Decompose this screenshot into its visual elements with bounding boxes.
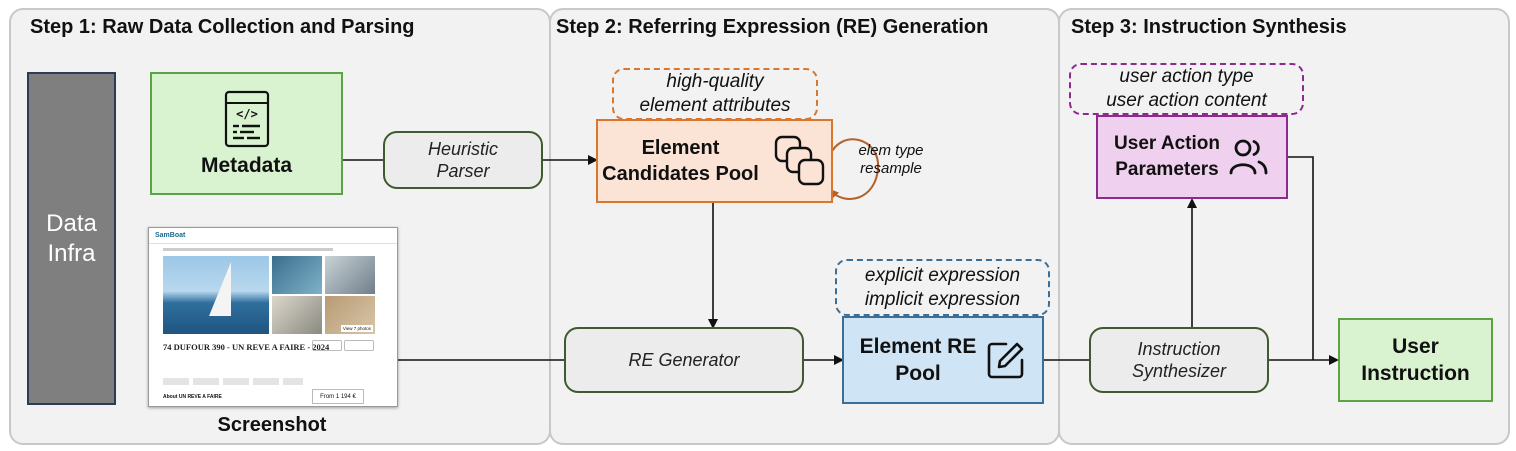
metadata-label: Metadata — [200, 154, 293, 177]
listing-about: About UN REVE A FAIRE — [163, 394, 222, 400]
expression-note-line1: explicit expression — [864, 264, 1021, 286]
thumb-photo-4 — [272, 296, 322, 334]
thumb-nav-line — [149, 243, 397, 244]
attributes-note-line1: high-quality — [666, 71, 764, 93]
step3-title: Step 3: Instruction Synthesis — [1071, 16, 1347, 38]
users-icon — [1229, 139, 1268, 175]
re-generator-label: RE Generator — [628, 349, 740, 370]
user-instruction-line2: Instruction — [1361, 362, 1470, 385]
action-params-box: User Action Parameters — [1096, 115, 1288, 199]
candidates-pool-line2: Candidates Pool — [602, 163, 759, 185]
copy-stack-icon — [774, 135, 825, 186]
resample-note-line2: resample — [860, 160, 922, 177]
resample-loop — [828, 138, 880, 200]
code-file-icon: </> — [224, 90, 269, 148]
thumb-share-btn[interactable] — [312, 340, 342, 351]
action-note-line1: user action type — [1119, 66, 1254, 88]
data-infra-line1: Data — [46, 209, 97, 237]
view-photos-button[interactable]: View 7 photos — [340, 325, 373, 332]
attributes-note-line2: element attributes — [639, 95, 791, 116]
step2-title: Step 2: Referring Expression (RE) Genera… — [556, 16, 989, 38]
candidates-pool-box: Element Candidates Pool — [596, 119, 833, 203]
candidates-pool-line1: Element — [641, 137, 720, 159]
expression-note: explicit expression implicit expression — [835, 259, 1050, 316]
heuristic-parser-line1: Heuristic — [427, 138, 498, 159]
heuristic-parser-box: Heuristic Parser — [383, 131, 543, 189]
listing-title: 74 DUFOUR 390 - UN REVE A FAIRE - 2024 — [163, 342, 330, 352]
edge-params-instruction — [1288, 156, 1314, 360]
action-params-line1: User Action — [1114, 133, 1220, 155]
attributes-note: high-quality element attributes — [612, 68, 818, 120]
user-instruction-line1: User — [1392, 334, 1439, 358]
resample-note: elem type resample — [848, 142, 934, 178]
instruction-synth-box: Instruction Synthesizer — [1089, 327, 1269, 393]
expression-note-line2: implicit expression — [864, 288, 1021, 310]
thumb-main-photo — [163, 256, 269, 334]
thumb-features — [163, 378, 303, 385]
thumb-photo-3 — [325, 256, 375, 294]
metadata-box: </> Metadata — [150, 72, 343, 195]
thumb-save-btn[interactable] — [344, 340, 374, 351]
site-logo: SamBoat — [155, 232, 186, 239]
action-note: user action type user action content — [1069, 63, 1304, 115]
step1-title: Step 1: Raw Data Collection and Parsing — [30, 16, 415, 38]
instruction-synth-line1: Instruction — [1137, 338, 1221, 359]
data-infra-line2: Infra — [47, 239, 96, 267]
re-generator-box: RE Generator — [564, 327, 804, 393]
screenshot-thumbnail: SamBoat View 7 photos 74 DUFOUR 390 - UN… — [148, 227, 398, 407]
thumb-photo-2 — [272, 256, 322, 294]
resample-note-line1: elem type — [858, 142, 924, 159]
screenshot-label: Screenshot — [217, 414, 327, 436]
data-infra-bar: Data Infra — [27, 72, 116, 405]
listing-price: From 1 194 € — [312, 389, 364, 404]
re-pool-line1: Element RE — [859, 334, 977, 358]
action-note-line2: user action content — [1106, 90, 1267, 111]
edit-square-icon — [988, 342, 1024, 379]
heuristic-parser-line2: Parser — [436, 161, 490, 181]
action-params-line2: Parameters — [1115, 159, 1219, 180]
thumb-photo-5: View 7 photos — [325, 296, 375, 334]
re-pool-line2: Pool — [895, 362, 941, 385]
thumb-breadcrumb — [163, 248, 333, 251]
instruction-synth-line2: Synthesizer — [1131, 361, 1227, 381]
svg-text:</>: </> — [236, 107, 258, 121]
user-instruction-box: User Instruction — [1338, 318, 1493, 402]
re-pool-box: Element RE Pool — [842, 316, 1044, 404]
